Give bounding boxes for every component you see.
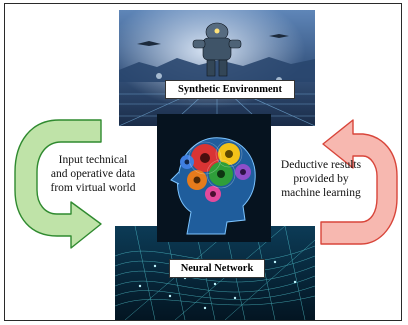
synthetic-environment-label: Synthetic Environment xyxy=(165,80,295,99)
output-caption-line: Deductive results xyxy=(280,159,362,171)
diagram-frame: Synthetic Environment xyxy=(4,3,402,321)
input-arrow-icon xyxy=(14,119,102,249)
neural-network-label: Neural Network xyxy=(169,259,265,278)
input-caption-line: Input technical xyxy=(58,154,128,166)
input-caption-line: from virtual world xyxy=(50,182,136,194)
output-caption: Deductive results provided by machine le… xyxy=(261,158,381,200)
input-caption-line: and operative data xyxy=(50,168,136,180)
output-caption-line: machine learning xyxy=(281,187,361,199)
synthetic-environment-panel xyxy=(119,10,315,126)
head-with-gears-image xyxy=(157,114,271,242)
input-caption: Input technical and operative data from … xyxy=(31,153,155,195)
output-arrow-icon xyxy=(320,119,398,245)
output-caption-line: provided by xyxy=(293,173,349,185)
